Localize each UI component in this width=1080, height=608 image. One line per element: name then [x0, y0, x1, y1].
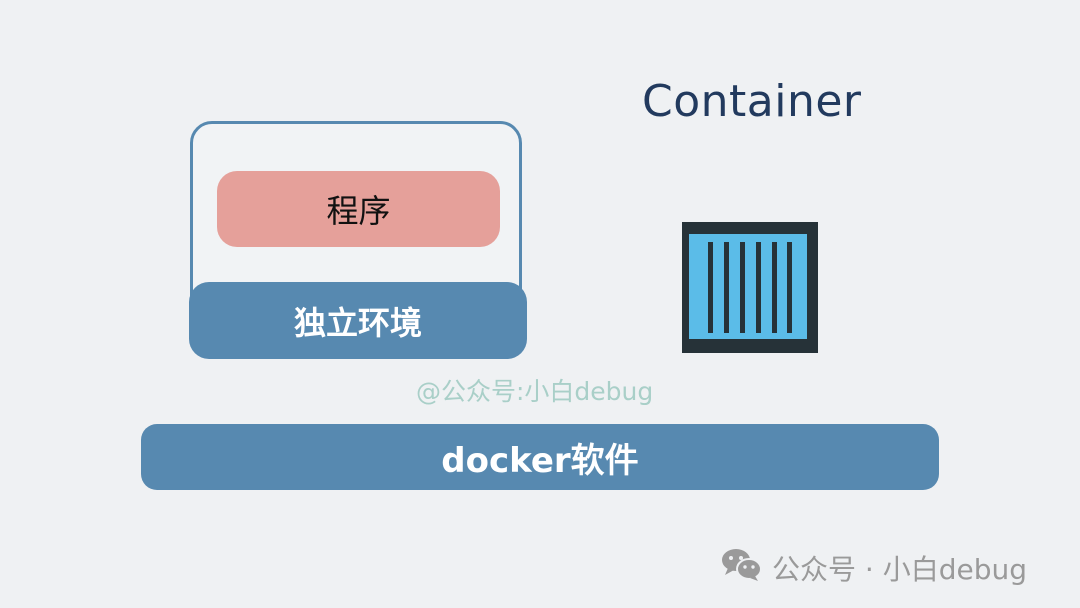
- docker-software-bar: docker软件: [141, 424, 939, 490]
- wechat-icon: [720, 546, 764, 589]
- program-block: 程序: [217, 171, 500, 247]
- footer-attribution: 公众号 · 小白debug: [720, 546, 1027, 589]
- container-title: Container: [642, 76, 862, 127]
- footer-text: 公众号 · 小白debug: [772, 552, 1027, 586]
- watermark: @公众号:小白debug: [416, 377, 654, 406]
- shipping-container-icon: [682, 222, 818, 353]
- isolated-environment-label: 独立环境: [189, 282, 527, 359]
